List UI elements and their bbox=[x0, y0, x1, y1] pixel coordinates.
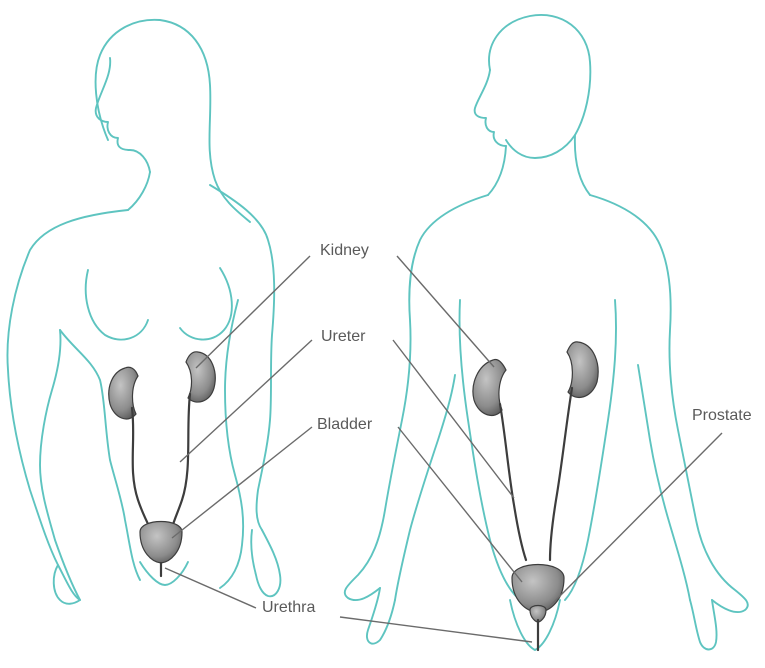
female-crotch-outline bbox=[140, 562, 188, 585]
male-neck-outline bbox=[488, 135, 590, 195]
bladder-leader-female bbox=[172, 427, 312, 538]
bladder-label: Bladder bbox=[317, 417, 372, 433]
leader-lines bbox=[165, 256, 722, 642]
male-left-hand-outline bbox=[367, 588, 395, 644]
female-left-ureter bbox=[132, 408, 150, 528]
female-right-breast-outline bbox=[180, 268, 232, 340]
female-left-breast-outline bbox=[86, 270, 148, 340]
urethra-leader-female bbox=[165, 568, 256, 608]
female-left-arm-inner-outline bbox=[40, 330, 80, 600]
kidney-label: Kidney bbox=[320, 243, 369, 259]
male-right-ureter bbox=[550, 388, 572, 560]
male-left-ureter bbox=[500, 404, 526, 560]
kidney-leader-male bbox=[397, 256, 494, 367]
female-right-torso-outline bbox=[220, 300, 243, 588]
ureter-label: Ureter bbox=[321, 329, 365, 345]
female-urinary-organs bbox=[109, 352, 215, 576]
male-left-torso-outline bbox=[459, 300, 520, 600]
female-right-shoulder-outline bbox=[210, 185, 274, 530]
female-bladder bbox=[140, 522, 182, 564]
female-neck-outline bbox=[128, 172, 150, 210]
female-face-outline bbox=[96, 58, 150, 172]
prostate-label: Prostate bbox=[692, 408, 752, 424]
female-right-hand-outline bbox=[251, 530, 280, 596]
female-left-kidney bbox=[109, 367, 138, 419]
male-bladder bbox=[512, 565, 564, 613]
female-hair-outline bbox=[96, 20, 250, 222]
male-right-hand-outline bbox=[690, 600, 717, 650]
male-face-outline bbox=[475, 70, 506, 146]
urethra-label: Urethra bbox=[262, 600, 315, 616]
kidney-leader-female bbox=[196, 256, 310, 368]
male-urinary-organs bbox=[473, 342, 598, 650]
male-right-arm-inner-outline bbox=[638, 365, 690, 600]
male-figure bbox=[345, 15, 748, 650]
male-right-arm-outline bbox=[590, 195, 748, 612]
